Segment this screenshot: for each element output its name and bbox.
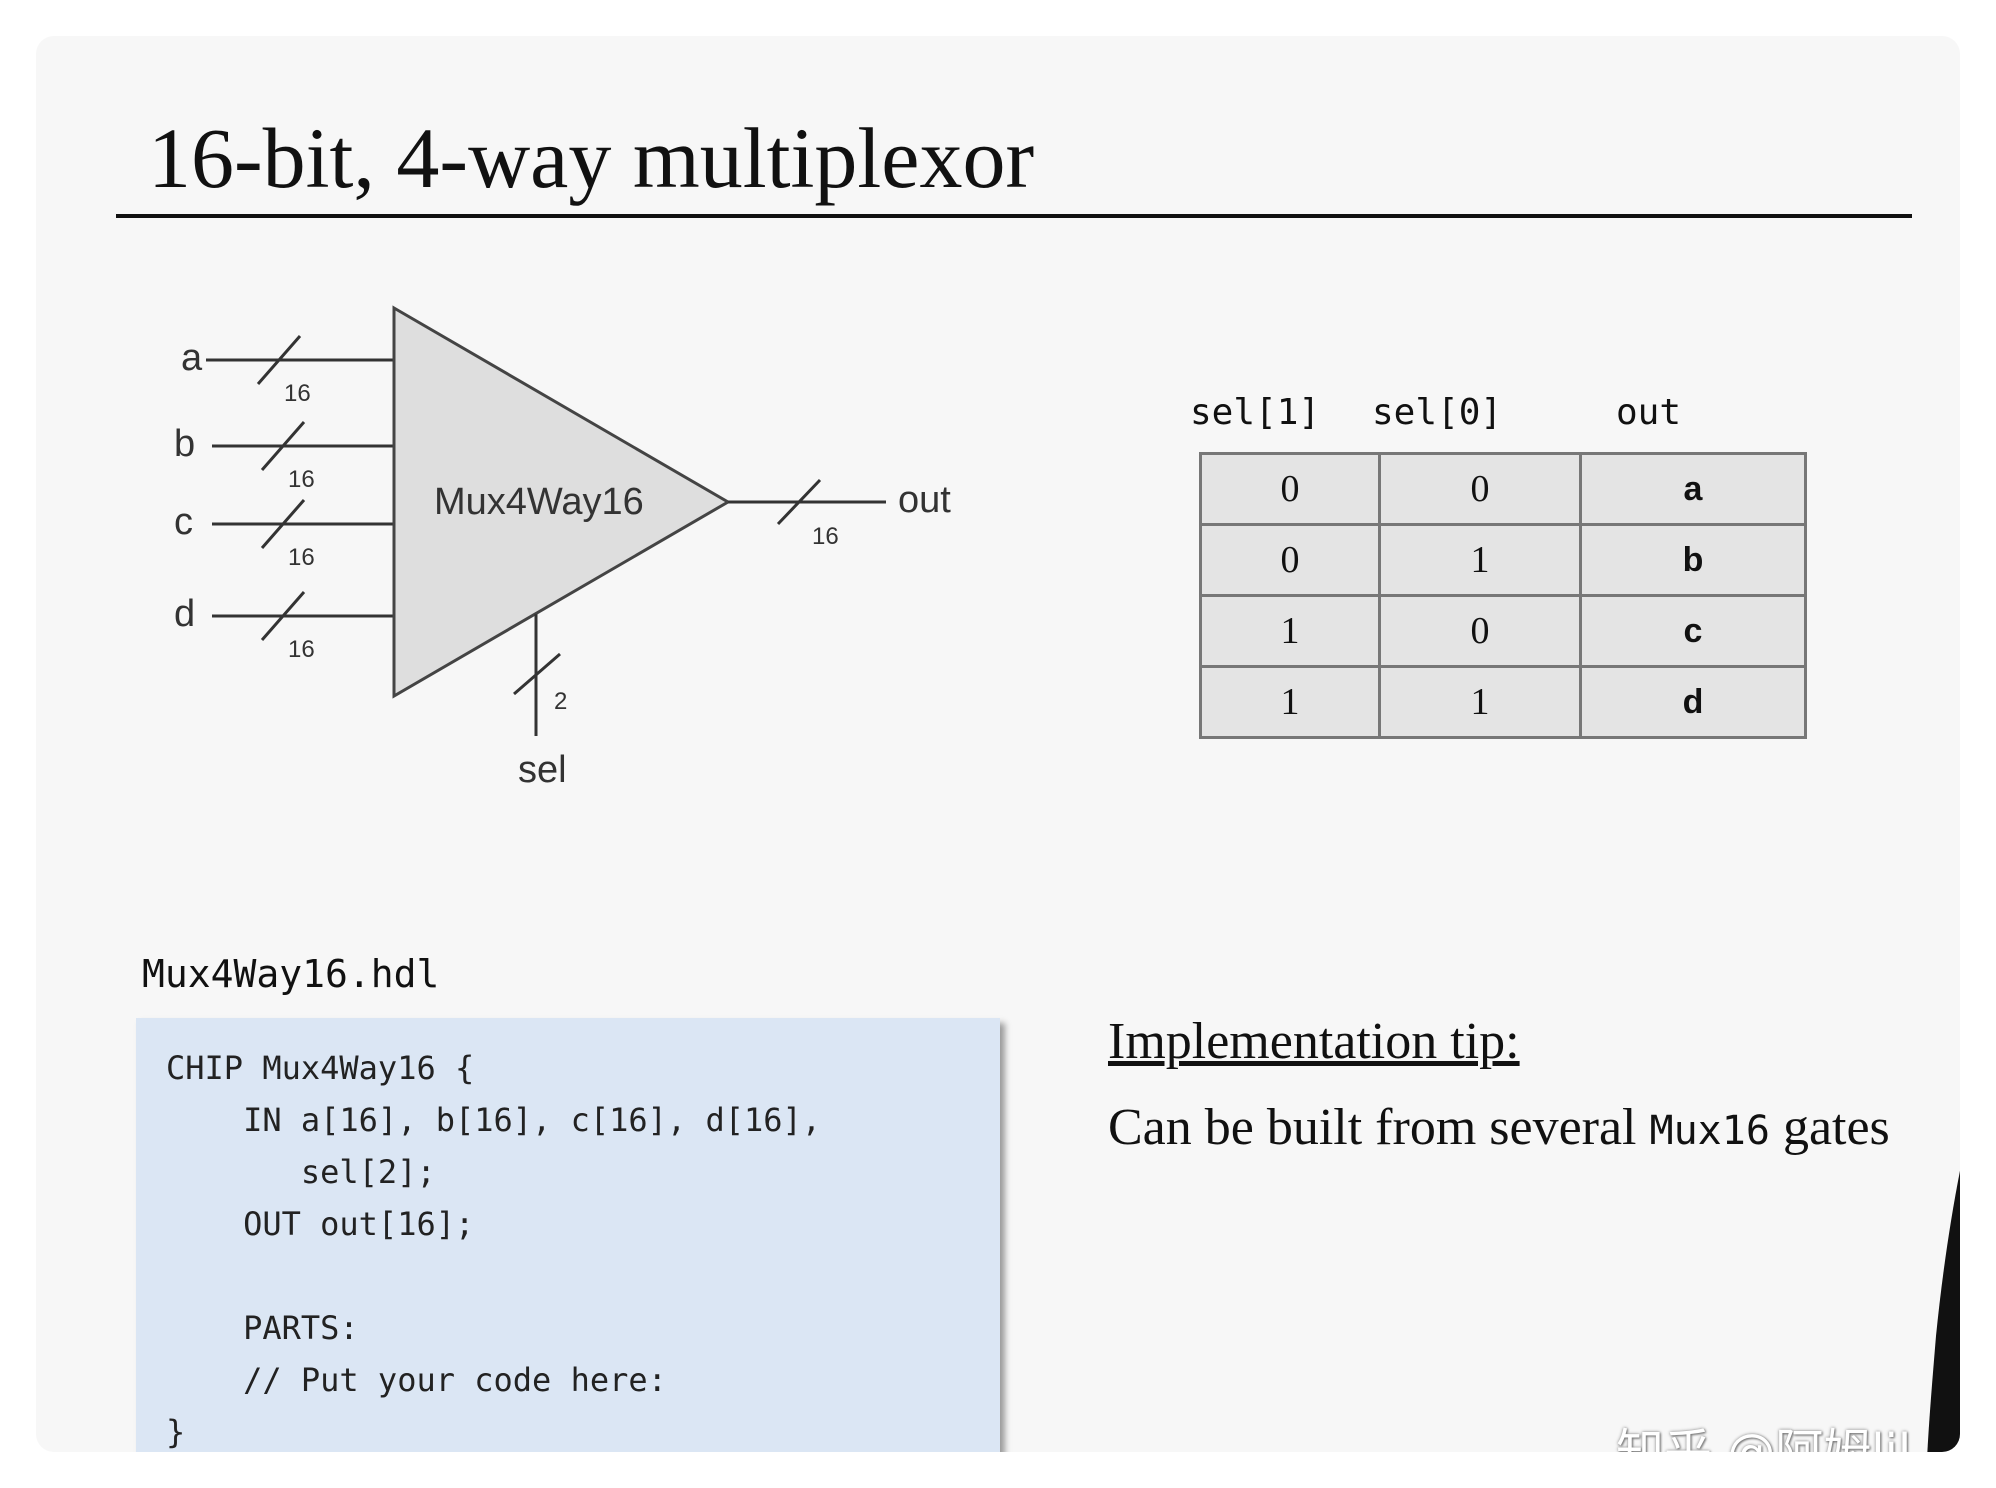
- bus-slash-out: [776, 478, 822, 526]
- bus-width-sel: 2: [554, 688, 567, 715]
- tt-header-out: out: [1616, 392, 1682, 433]
- table-row: 1 1 d: [1199, 665, 1807, 739]
- bus-width-c: 16: [288, 544, 315, 571]
- bus-slash-b: [260, 421, 306, 471]
- table-cell: b: [1579, 523, 1807, 597]
- table-row: 1 0 c: [1199, 594, 1807, 668]
- bus-width-b: 16: [288, 466, 315, 493]
- chip-label: Mux4Way16: [434, 481, 644, 523]
- table-cell: a: [1579, 452, 1807, 526]
- bus-width-out: 16: [812, 523, 839, 550]
- table-cell: d: [1579, 665, 1807, 739]
- watermark: 知乎 @阿姆lil: [1616, 1424, 1912, 1452]
- table-row: 0 0 a: [1199, 452, 1807, 526]
- table-cell: 0: [1199, 452, 1381, 526]
- slide-title: 16-bit, 4-way multiplexor: [148, 110, 1035, 206]
- output-label: out: [898, 479, 951, 521]
- tip-title: Implementation tip:: [1108, 1013, 1520, 1070]
- bus-slash-d: [260, 591, 306, 641]
- table-row: 0 1 b: [1199, 523, 1807, 597]
- tt-header-sel0: sel[0]: [1372, 392, 1503, 433]
- input-label-c: c: [174, 501, 193, 543]
- input-label-b: b: [174, 423, 195, 465]
- bus-width-d: 16: [288, 636, 315, 663]
- table-cell: c: [1579, 594, 1807, 668]
- bus-slash-c: [260, 499, 306, 549]
- tip-text: Can be built from several Mux16 gates: [1108, 1098, 1890, 1157]
- slide: 16-bit, 4-way multiplexor a b c d 16 16 …: [36, 36, 1960, 1452]
- title-underline: [116, 214, 1912, 218]
- input-label-a: a: [181, 337, 203, 379]
- table-cell: 1: [1378, 665, 1582, 739]
- table-cell: 1: [1199, 594, 1381, 668]
- bus-slash-sel: [513, 652, 561, 696]
- select-label: sel: [518, 749, 567, 791]
- tip-text-before: Can be built from several: [1108, 1099, 1637, 1156]
- tt-header-sel1: sel[1]: [1190, 392, 1321, 433]
- hdl-filename: Mux4Way16.hdl: [142, 952, 440, 996]
- mux-diagram: a b c d 16 16 16 16 Mux4Way16 out 16 2 s…: [174, 305, 951, 791]
- input-label-d: d: [174, 593, 195, 635]
- presenter-silhouette: [1927, 1170, 1960, 1452]
- table-cell: 1: [1378, 523, 1582, 597]
- table-cell: 0: [1378, 594, 1582, 668]
- table-cell: 0: [1199, 523, 1381, 597]
- table-cell: 0: [1378, 452, 1582, 526]
- truth-table: 0 0 a 0 1 b 1 0 c 1 1 d: [1199, 452, 1807, 739]
- hdl-code-box: CHIP Mux4Way16 { IN a[16], b[16], c[16],…: [136, 1018, 1000, 1452]
- table-cell: 1: [1199, 665, 1381, 739]
- mux-chip-body: [392, 305, 731, 699]
- tip-text-after: gates: [1782, 1099, 1890, 1156]
- tip-code-word: Mux16: [1649, 1108, 1770, 1154]
- hdl-code: CHIP Mux4Way16 { IN a[16], b[16], c[16],…: [166, 1049, 822, 1451]
- bus-width-a: 16: [284, 380, 311, 407]
- bus-slash-a: [256, 335, 302, 385]
